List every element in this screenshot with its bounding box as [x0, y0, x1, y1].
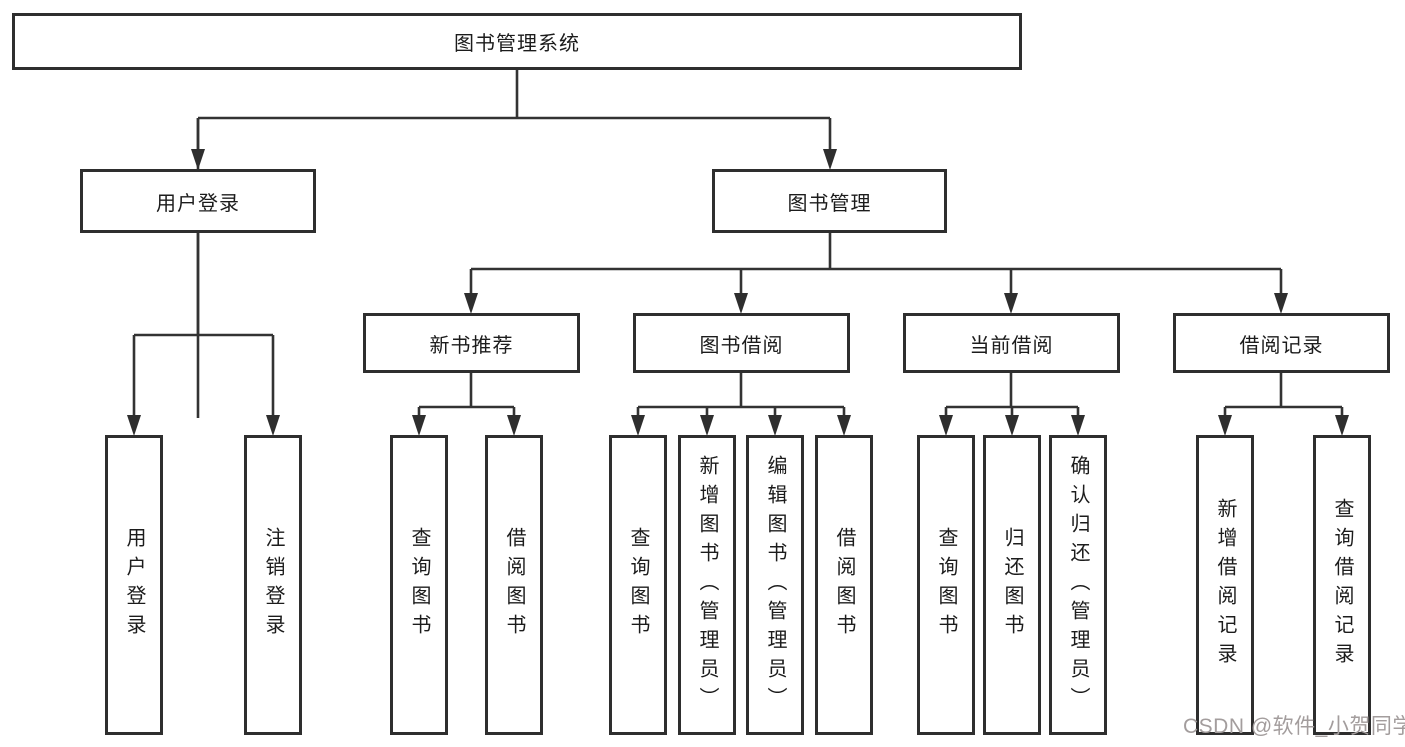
- leaf-query-books-current: 查询图书: [917, 435, 975, 735]
- node-label: 图书管理系统: [454, 33, 580, 55]
- leaf-add-books-admin: 新增图书（管理员）: [678, 435, 736, 735]
- node-borrow-records: 借阅记录: [1173, 313, 1390, 373]
- node-label: 查询图书: [408, 527, 430, 643]
- node-label: 查询借阅记录: [1331, 498, 1353, 672]
- node-label: 归还图书: [1001, 527, 1023, 643]
- node-label: 图书借阅: [699, 334, 784, 357]
- leaf-confirm-return-admin: 确认归还（管理员）: [1049, 435, 1107, 735]
- leaf-add-borrow-record: 新增借阅记录: [1196, 435, 1254, 735]
- node-book-management: 图书管理: [712, 169, 947, 233]
- leaf-borrow-books-recommend: 借阅图书: [485, 435, 543, 735]
- leaf-return-books: 归还图书: [983, 435, 1041, 735]
- node-root-system: 图书管理系统: [12, 13, 1022, 70]
- node-new-book-recommend: 新书推荐: [363, 313, 580, 373]
- node-label: 编辑图书（管理员）: [764, 454, 786, 716]
- node-label: 用户登录: [123, 527, 145, 643]
- node-current-borrow: 当前借阅: [903, 313, 1120, 373]
- node-label: 用户登录: [156, 192, 240, 215]
- leaf-logout: 注销登录: [244, 435, 302, 735]
- csdn-watermark: CSDN @软件_小贺同学: [1183, 715, 1405, 738]
- leaf-borrow-books: 借阅图书: [815, 435, 873, 735]
- node-label: 图书管理: [787, 192, 872, 215]
- node-label: 查询图书: [627, 527, 649, 643]
- leaf-query-books-borrow: 查询图书: [609, 435, 667, 735]
- node-label: 新增借阅记录: [1214, 498, 1236, 672]
- leaf-query-borrow-record: 查询借阅记录: [1313, 435, 1371, 735]
- node-label: 借阅图书: [833, 527, 855, 643]
- leaf-edit-books-admin: 编辑图书（管理员）: [746, 435, 804, 735]
- leaf-query-books-recommend: 查询图书: [390, 435, 448, 735]
- node-label: 新书推荐: [429, 334, 514, 357]
- node-label: 当前借阅: [969, 334, 1054, 357]
- node-label: 查询图书: [935, 527, 957, 643]
- node-label: 新增图书（管理员）: [696, 454, 718, 716]
- node-label: 借阅图书: [503, 527, 525, 643]
- node-label: 确认归还（管理员）: [1067, 454, 1089, 716]
- node-label: 借阅记录: [1239, 334, 1324, 357]
- node-user-login-group: 用户登录: [80, 169, 316, 233]
- leaf-user-login: 用户登录: [105, 435, 163, 735]
- node-book-borrow: 图书借阅: [633, 313, 850, 373]
- node-label: 注销登录: [262, 527, 284, 643]
- arrow-down-icons: [127, 149, 1349, 436]
